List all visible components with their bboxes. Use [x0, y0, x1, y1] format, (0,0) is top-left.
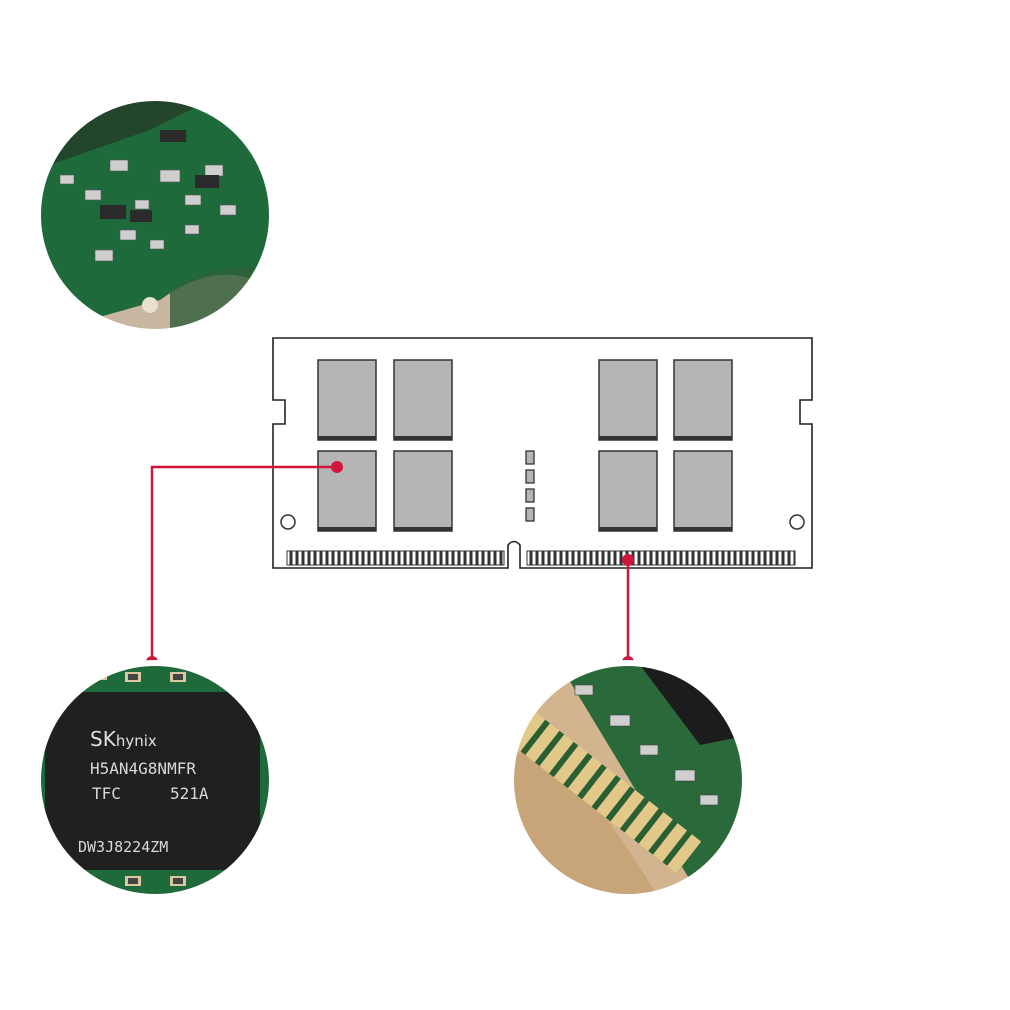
svg-text:SKhynix: SKhynix: [90, 727, 157, 751]
chip-brand-prefix: SK: [90, 727, 117, 751]
memory-chip: [317, 450, 377, 532]
contact-pins-right: [526, 550, 796, 566]
mounting-hole-right: [789, 514, 805, 530]
contact-pins-left: [286, 550, 505, 566]
sodimm-outline-drawing: [272, 337, 813, 569]
memory-chip: [317, 359, 377, 441]
memory-chip: [598, 450, 658, 532]
memory-chip: [673, 359, 733, 441]
chip-closeup-photo: SKhynix H5AN4G8NMFR TFC 521A DW3J8224ZM: [35, 660, 275, 900]
chip-part-number: H5AN4G8NMFR: [90, 759, 196, 778]
memory-chip: [393, 359, 453, 441]
memory-chip: [393, 450, 453, 532]
chip-grade: TFC: [92, 784, 121, 803]
mounting-hole-left: [280, 514, 296, 530]
small-components: [525, 450, 535, 522]
pcb-closeup-photo: [35, 95, 275, 335]
contacts-closeup-photo: [508, 660, 748, 900]
chip-date-code: 521A: [170, 784, 209, 803]
chip-brand-suffix: hynix: [116, 732, 157, 750]
memory-chip: [598, 359, 658, 441]
chip-lot-code: DW3J8224ZM: [78, 838, 168, 856]
callout-contacts: [622, 554, 634, 668]
memory-chip: [673, 450, 733, 532]
